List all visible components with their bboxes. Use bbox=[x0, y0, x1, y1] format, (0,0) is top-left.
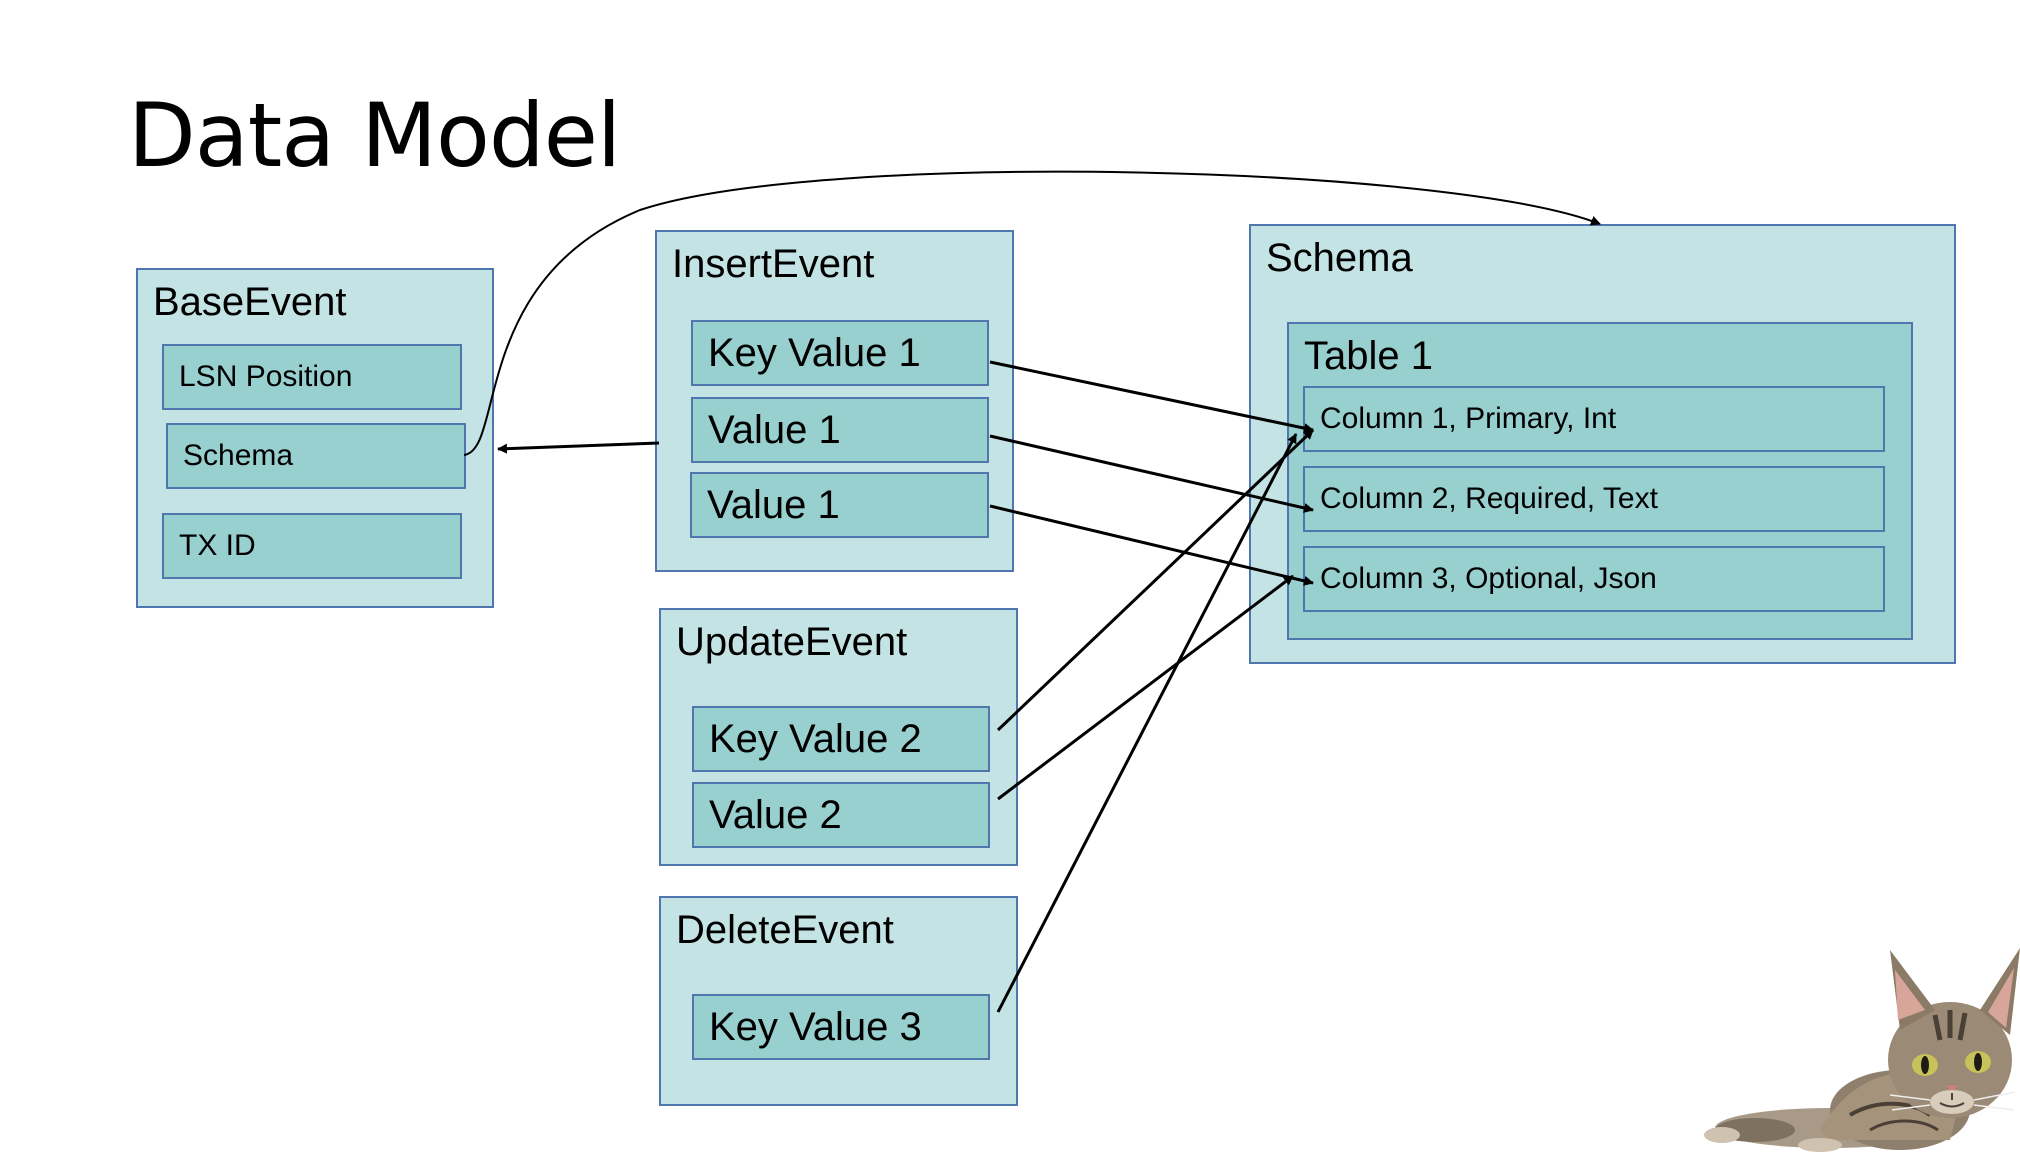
slide-title: Data Model bbox=[128, 84, 621, 187]
base-event-title: BaseEvent bbox=[153, 280, 347, 324]
insert-event-field-key-value-1: Key Value 1 bbox=[691, 320, 989, 386]
insert-event-title: InsertEvent bbox=[672, 242, 875, 286]
update-event-box: UpdateEvent Key Value 2 Value 2 bbox=[659, 608, 1018, 866]
cat-illustration bbox=[1704, 948, 2020, 1152]
update-event-title: UpdateEvent bbox=[676, 620, 908, 664]
schema-table-box: Table 1 Column 1, Primary, Int Column 2,… bbox=[1287, 322, 1913, 640]
schema-column-1: Column 1, Primary, Int bbox=[1303, 386, 1885, 452]
schema-title: Schema bbox=[1266, 236, 1413, 280]
schema-column-2: Column 2, Required, Text bbox=[1303, 466, 1885, 532]
update-event-field-value-2: Value 2 bbox=[692, 782, 990, 848]
delete-event-field-key-value-3: Key Value 3 bbox=[692, 994, 990, 1060]
insert-event-field-value-1b: Value 1 bbox=[690, 472, 989, 538]
base-event-field-tx-id: TX ID bbox=[162, 513, 462, 579]
delete-event-box: DeleteEvent Key Value 3 bbox=[659, 896, 1018, 1106]
base-event-field-schema: Schema bbox=[166, 423, 466, 489]
arrow-insert-to-base-schema bbox=[497, 441, 660, 454]
base-event-box: BaseEvent LSN Position Schema TX ID bbox=[136, 268, 494, 608]
schema-column-3: Column 3, Optional, Json bbox=[1303, 546, 1885, 612]
base-event-field-lsn-position: LSN Position bbox=[162, 344, 462, 410]
schema-box: Schema Table 1 Column 1, Primary, Int Co… bbox=[1249, 224, 1956, 664]
insert-event-box: InsertEvent Key Value 1 Value 1 Value 1 bbox=[655, 230, 1014, 572]
delete-event-title: DeleteEvent bbox=[676, 908, 894, 952]
schema-table-title: Table 1 bbox=[1304, 334, 1433, 378]
insert-event-field-value-1a: Value 1 bbox=[691, 397, 989, 463]
update-event-field-key-value-2: Key Value 2 bbox=[692, 706, 990, 772]
